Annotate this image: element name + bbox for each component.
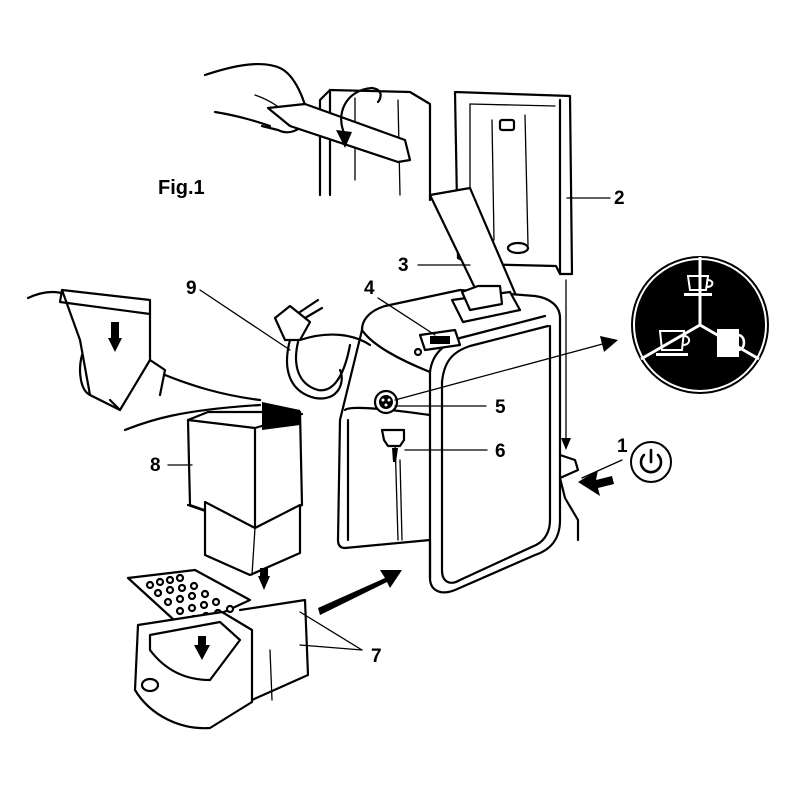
coffee-cup-icon	[656, 330, 691, 356]
callout-4: 4	[364, 278, 375, 299]
capsule-container-insert	[26, 288, 262, 432]
water-tank-top	[266, 86, 432, 202]
callout-3: 3	[398, 255, 409, 276]
callout-6: 6	[495, 441, 506, 462]
callout-7: 7	[371, 646, 382, 667]
leader-lines	[167, 197, 623, 651]
callout-5: 5	[495, 397, 506, 418]
callout-1: 1	[617, 436, 628, 457]
power-icon	[630, 441, 672, 483]
figure-title: Fig.1	[158, 177, 205, 199]
power-cord	[273, 298, 372, 400]
machine-body	[336, 284, 580, 594]
espresso-cup-icon	[684, 275, 714, 296]
callout-9: 9	[186, 278, 197, 299]
callout-2: 2	[614, 188, 625, 209]
drip-tray	[126, 568, 310, 730]
callout-8: 8	[150, 455, 161, 476]
mug-icon	[717, 329, 746, 357]
capsule-container	[186, 402, 304, 577]
selector-disc	[631, 256, 769, 394]
drip-grid-holes	[145, 573, 235, 624]
